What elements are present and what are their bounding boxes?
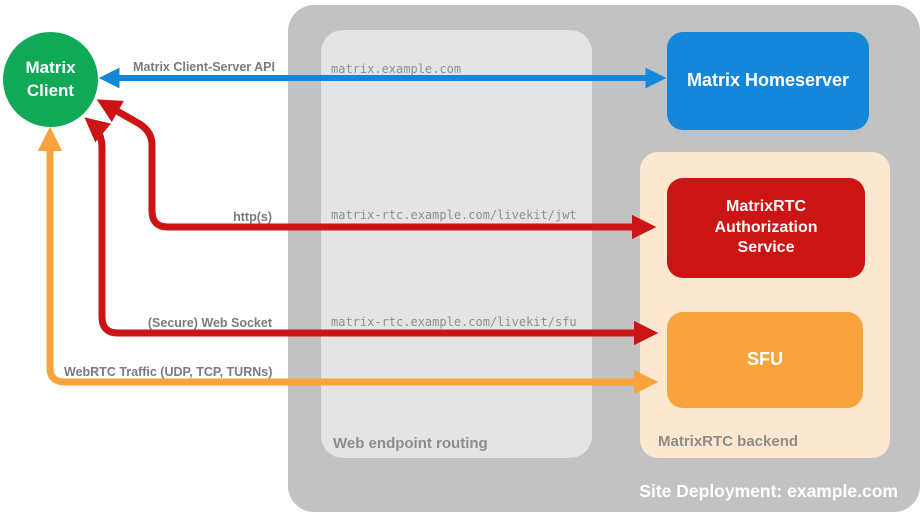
web-endpoint-routing-group (321, 30, 592, 458)
matrix-client-label: Matrix Client (25, 58, 76, 100)
node-matrix-homeserver: Matrix Homeserver (667, 32, 869, 130)
matrixrtc-backend-label: MatrixRTC backend (658, 433, 799, 450)
endpoint-livekit-sfu: matrix-rtc.example.com/livekit/sfu (331, 315, 577, 329)
matrix-homeserver-label: Matrix Homeserver (686, 70, 850, 91)
label-https: http(s) (233, 210, 272, 224)
endpoint-livekit-jwt: matrix-rtc.example.com/livekit/jwt (331, 208, 577, 222)
label-websocket: (Secure) Web Socket (147, 316, 272, 330)
node-matrixrtc-auth-service: MatrixRTC Authorization Service (667, 178, 865, 278)
label-client-server-api: Matrix Client-Server API (133, 60, 275, 74)
site-deployment-title: Site Deployment: example.com (639, 481, 898, 501)
auth-service-label: MatrixRTC Authorization Service (714, 197, 818, 257)
node-matrix-client: Matrix Client (3, 32, 98, 127)
label-webrtc: WebRTC Traffic (UDP, TCP, TURNs) (64, 365, 273, 379)
node-sfu: SFU (667, 312, 863, 408)
endpoint-matrix: matrix.example.com (331, 62, 462, 76)
web-endpoint-routing-label: Web endpoint routing (333, 435, 488, 452)
sfu-label: SFU (747, 349, 783, 370)
